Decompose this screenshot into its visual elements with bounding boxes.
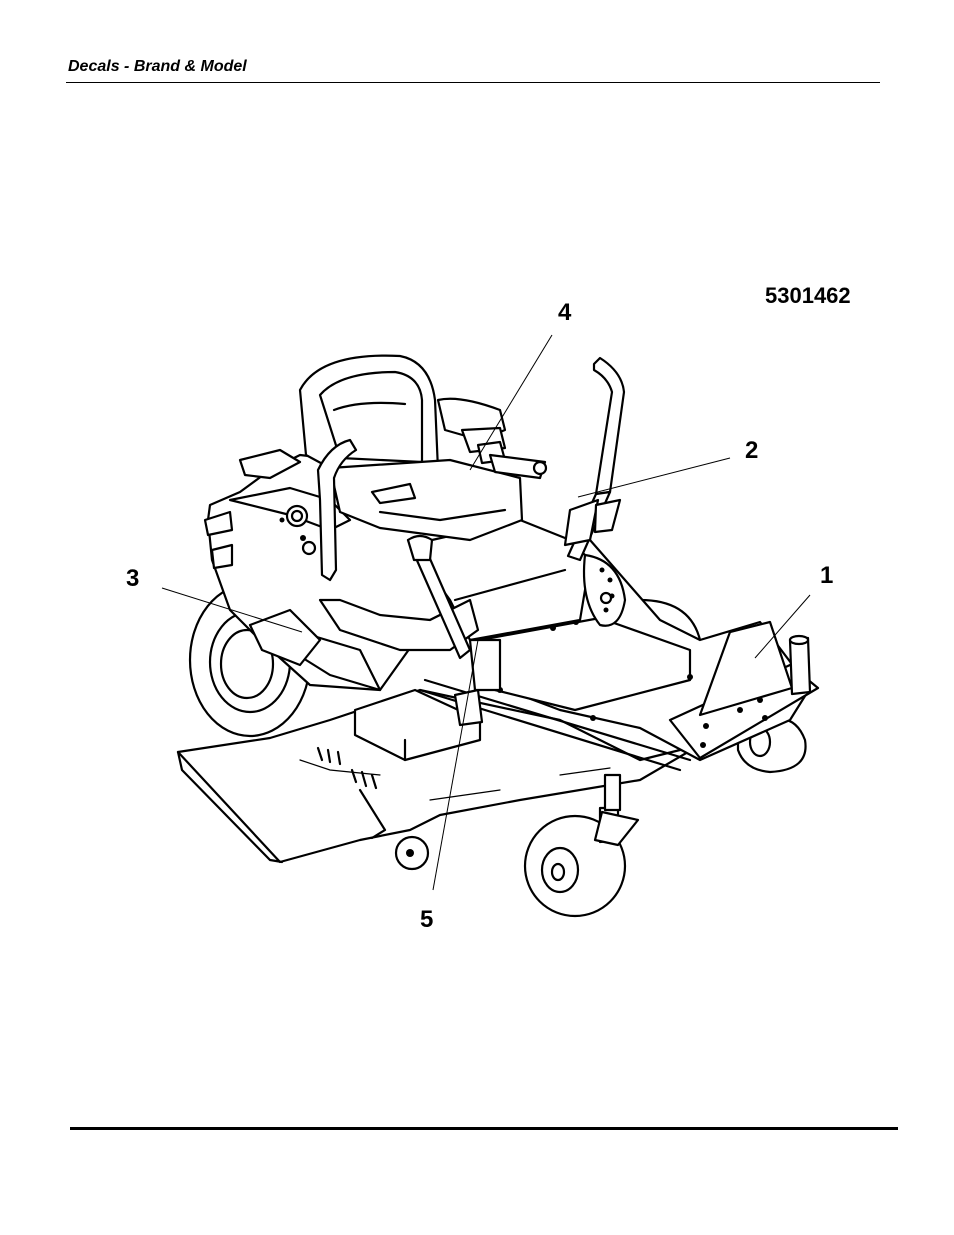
bumper-post [790, 636, 810, 694]
callout-5: 5 [420, 906, 433, 933]
callout-1: 1 [820, 562, 833, 589]
figure-number: 5301462 [765, 283, 851, 308]
callout-2: 2 [745, 437, 758, 464]
right-control-lever [565, 358, 624, 560]
callout-3: 3 [126, 565, 139, 592]
footer-rule [70, 1127, 898, 1130]
rear-caster-wheel [396, 837, 428, 869]
leader-line-4 [470, 335, 552, 470]
callout-4: 4 [558, 299, 572, 326]
